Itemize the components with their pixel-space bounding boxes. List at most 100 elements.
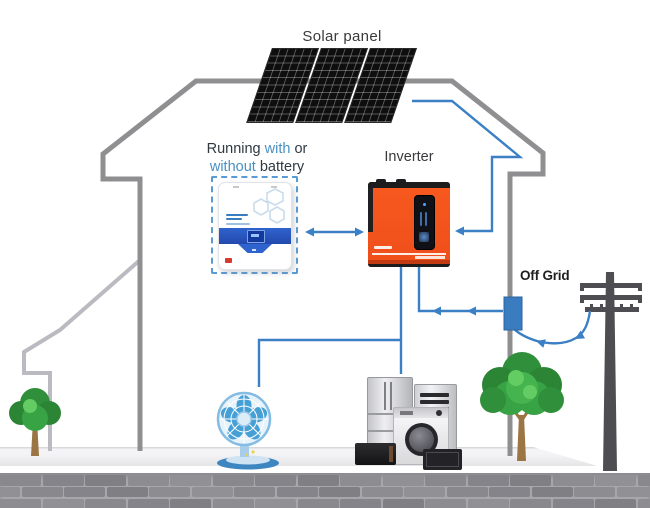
arrow-meter-1 xyxy=(432,306,441,316)
tower-vent xyxy=(420,400,449,404)
brick xyxy=(340,498,381,508)
brick xyxy=(0,498,41,508)
arrow-into-inverter xyxy=(455,226,464,236)
washer-control-panel xyxy=(394,408,448,418)
inverter-model-text xyxy=(415,256,445,259)
brick xyxy=(276,486,318,498)
brick xyxy=(319,486,360,498)
battery-label-text xyxy=(226,218,242,220)
fridge-handle xyxy=(390,382,392,410)
meter-box-icon xyxy=(503,296,523,331)
brick xyxy=(637,475,650,486)
microwave-icon xyxy=(355,443,396,465)
brick xyxy=(85,498,126,508)
battery-led xyxy=(252,249,256,251)
inverter-display-column xyxy=(425,212,427,226)
brick xyxy=(0,475,41,486)
media-box-front xyxy=(426,452,459,467)
inverter-label: Inverter xyxy=(384,149,434,165)
arrow-to-inverter xyxy=(355,227,364,237)
inverter-top-bar xyxy=(368,182,450,188)
inverter-icon xyxy=(368,179,450,267)
battery-mount-mark xyxy=(271,186,277,188)
brick xyxy=(574,486,615,498)
brick xyxy=(425,475,466,486)
brick xyxy=(106,486,148,498)
brick xyxy=(446,486,488,498)
or-text: or xyxy=(290,141,308,157)
washer-knob xyxy=(436,410,442,416)
brick xyxy=(425,498,466,508)
brick xyxy=(170,475,211,486)
brick xyxy=(255,475,296,486)
hexagon-pattern xyxy=(253,188,285,224)
brick xyxy=(255,498,296,508)
battery-label-text xyxy=(226,223,250,225)
inverter-display xyxy=(414,195,435,250)
tree-left-icon xyxy=(9,388,61,456)
inverter-trim-line xyxy=(372,253,446,255)
brick xyxy=(340,475,381,486)
brick xyxy=(467,498,509,508)
inverter-display-keys xyxy=(419,232,429,242)
battery-display xyxy=(247,230,265,243)
house-outline xyxy=(100,78,546,456)
brick xyxy=(64,486,105,498)
utility-pole-icon xyxy=(580,272,642,471)
lean-to-outline xyxy=(22,258,142,451)
arrow-grid-2 xyxy=(536,339,546,348)
battery-dashed-outline xyxy=(211,176,298,274)
brick xyxy=(382,475,424,486)
desk-fan-icon xyxy=(216,391,279,470)
brick xyxy=(382,498,424,508)
brick xyxy=(42,498,84,508)
brick xyxy=(297,475,339,486)
brick xyxy=(616,486,650,498)
inverter-mount-tab xyxy=(376,179,386,183)
load-wire xyxy=(257,266,403,387)
inverter-mount-tab xyxy=(396,179,406,183)
brick xyxy=(297,498,339,508)
washer-drum xyxy=(409,427,434,452)
inverter-display-column xyxy=(420,212,422,226)
brick xyxy=(21,486,63,498)
meter-wire xyxy=(417,266,503,313)
brick xyxy=(85,475,126,486)
brick xyxy=(212,475,254,486)
sidewalk-curb xyxy=(0,466,650,473)
brick-wall xyxy=(0,473,650,508)
brick xyxy=(510,475,551,486)
with-text: with xyxy=(264,141,291,157)
brick xyxy=(42,475,84,486)
brick xyxy=(361,486,403,498)
washer-display xyxy=(400,411,413,415)
inverter-side-strip xyxy=(368,188,373,232)
battery-indicator xyxy=(225,258,232,263)
brick xyxy=(595,498,636,508)
running-battery-label: Running with or without battery xyxy=(182,140,332,176)
brick xyxy=(489,486,530,498)
brick xyxy=(510,498,551,508)
fridge-divider xyxy=(368,430,412,432)
media-box-icon xyxy=(423,449,462,470)
inverter-logo-text xyxy=(374,246,392,249)
solar-panel-label: Solar panel xyxy=(302,28,382,45)
brick xyxy=(191,486,233,498)
arrow-to-battery xyxy=(305,227,314,237)
fridge-handle xyxy=(384,382,386,410)
battery-text: battery xyxy=(255,159,305,175)
without-text: without xyxy=(209,159,256,175)
brick xyxy=(0,486,20,498)
tower-vent xyxy=(420,393,449,397)
arrow-meter-2 xyxy=(467,306,476,316)
brick xyxy=(637,498,650,508)
battery-mount-mark xyxy=(233,186,239,188)
wiring xyxy=(257,99,592,387)
off-grid-label: Off Grid xyxy=(520,268,570,283)
grid-curve-wire xyxy=(512,310,592,345)
brick xyxy=(531,486,573,498)
inverter-led xyxy=(423,203,426,206)
brick xyxy=(127,475,169,486)
inverter-red-band xyxy=(368,260,450,264)
